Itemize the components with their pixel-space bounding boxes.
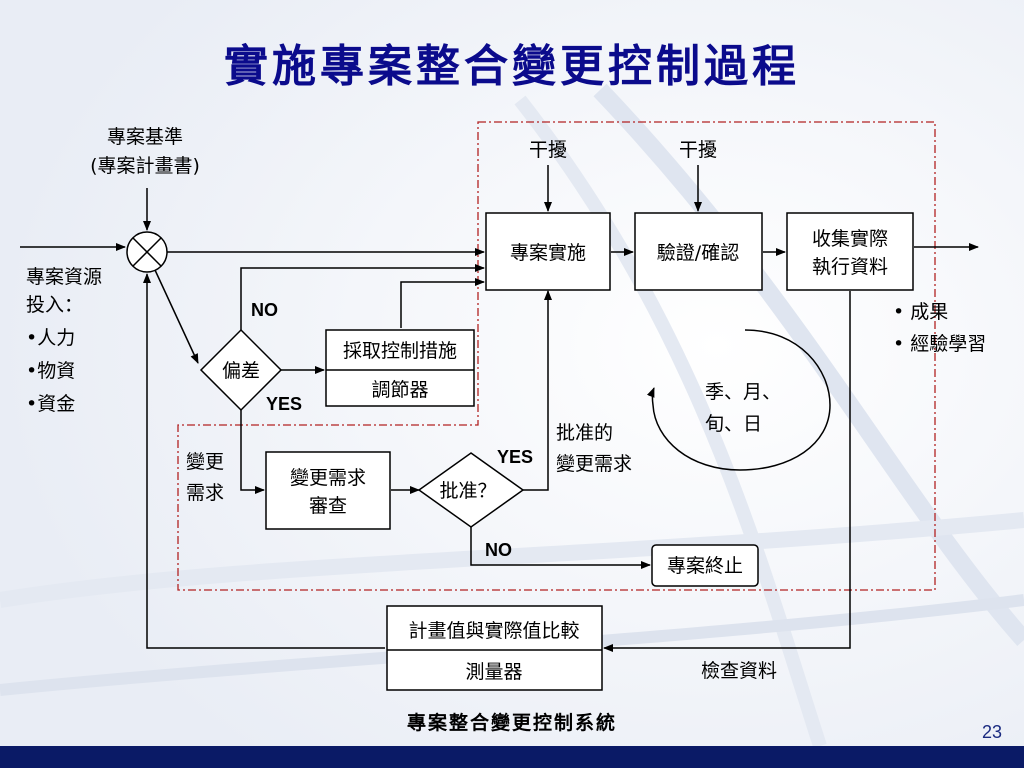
change-request-label-line1: 變更 xyxy=(186,451,224,473)
corrective-label: 採取控制措施 xyxy=(343,340,457,362)
interference-label-2: 干擾 xyxy=(679,139,717,161)
approval-label: 批准？ xyxy=(439,480,496,502)
measure-label: 測量器 xyxy=(465,661,522,683)
cycle-label-line2: 旬、日 xyxy=(705,413,762,435)
verify-box xyxy=(634,212,763,291)
collect-label-line2: 執行資料 xyxy=(812,256,888,278)
execute-label: 專案實施 xyxy=(510,242,586,264)
page-number: 23 xyxy=(981,722,1002,742)
compare-to-junction xyxy=(143,273,385,649)
baseline-label-line1: 專案基準 xyxy=(107,126,183,148)
junction-to-deviation xyxy=(154,269,199,364)
approved-request-label-line2: 變更需求 xyxy=(556,453,632,475)
compare-label: 計畫值與實際值比較 xyxy=(408,620,579,642)
deviation-no-label: NO xyxy=(251,300,278,320)
review-label-line1: 變更需求 xyxy=(290,467,366,489)
output-item: • 成果 xyxy=(893,301,948,323)
baseline-label-line2: (專案計畫書) xyxy=(90,155,200,177)
page-title: 實施專案整合變更控制過程 xyxy=(224,41,800,92)
footer-bar xyxy=(0,746,1024,768)
verify-label: 驗證/確認 xyxy=(657,242,739,264)
terminate-box xyxy=(651,544,759,587)
resources-label-line1: 專案資源 xyxy=(26,266,102,288)
deviation-yes-label: YES xyxy=(266,394,302,414)
compare-box xyxy=(386,605,603,691)
resource-item: •人力 xyxy=(26,327,75,349)
resources-label-line2: 投入： xyxy=(26,294,83,316)
cycle-label-line1: 季、月、 xyxy=(705,381,781,403)
output-item: • 經驗學習 xyxy=(893,333,986,355)
regulator-label: 調節器 xyxy=(371,379,428,401)
execute-box xyxy=(485,212,611,291)
summing-junction xyxy=(126,231,168,273)
approval-yes-arrow xyxy=(523,290,552,491)
review-box xyxy=(265,451,391,530)
terminate-label: 專案終止 xyxy=(667,555,743,577)
approval-diamond xyxy=(417,452,525,528)
resource-item: •資金 xyxy=(26,393,75,415)
deviation-label: 偏差 xyxy=(222,360,260,382)
regulator-to-execute xyxy=(400,278,485,328)
cycle-arrow xyxy=(646,329,831,471)
deviation-diamond xyxy=(199,328,283,412)
interference-label-1: 干擾 xyxy=(529,139,567,161)
approval-no-label: NO xyxy=(485,540,512,560)
collect-to-compare xyxy=(603,291,851,652)
deviation-to-change-request xyxy=(240,410,265,494)
approved-request-label-line1: 批准的 xyxy=(556,422,613,444)
corrective-box xyxy=(325,329,475,407)
check-data-label: 檢查資料 xyxy=(701,660,777,682)
collect-label-line1: 收集實際 xyxy=(812,228,888,250)
change-request-label-line2: 需求 xyxy=(186,482,224,504)
diagram-caption: 專案整合變更控制系統 xyxy=(406,712,617,734)
approval-no-arrow xyxy=(470,527,651,569)
deviation-no-loop xyxy=(240,264,485,330)
control-boundary xyxy=(177,121,936,591)
approval-yes-label: YES xyxy=(497,447,533,467)
review-label-line2: 審查 xyxy=(309,495,347,517)
resource-item: •物資 xyxy=(26,360,75,382)
collect-box xyxy=(786,212,914,291)
